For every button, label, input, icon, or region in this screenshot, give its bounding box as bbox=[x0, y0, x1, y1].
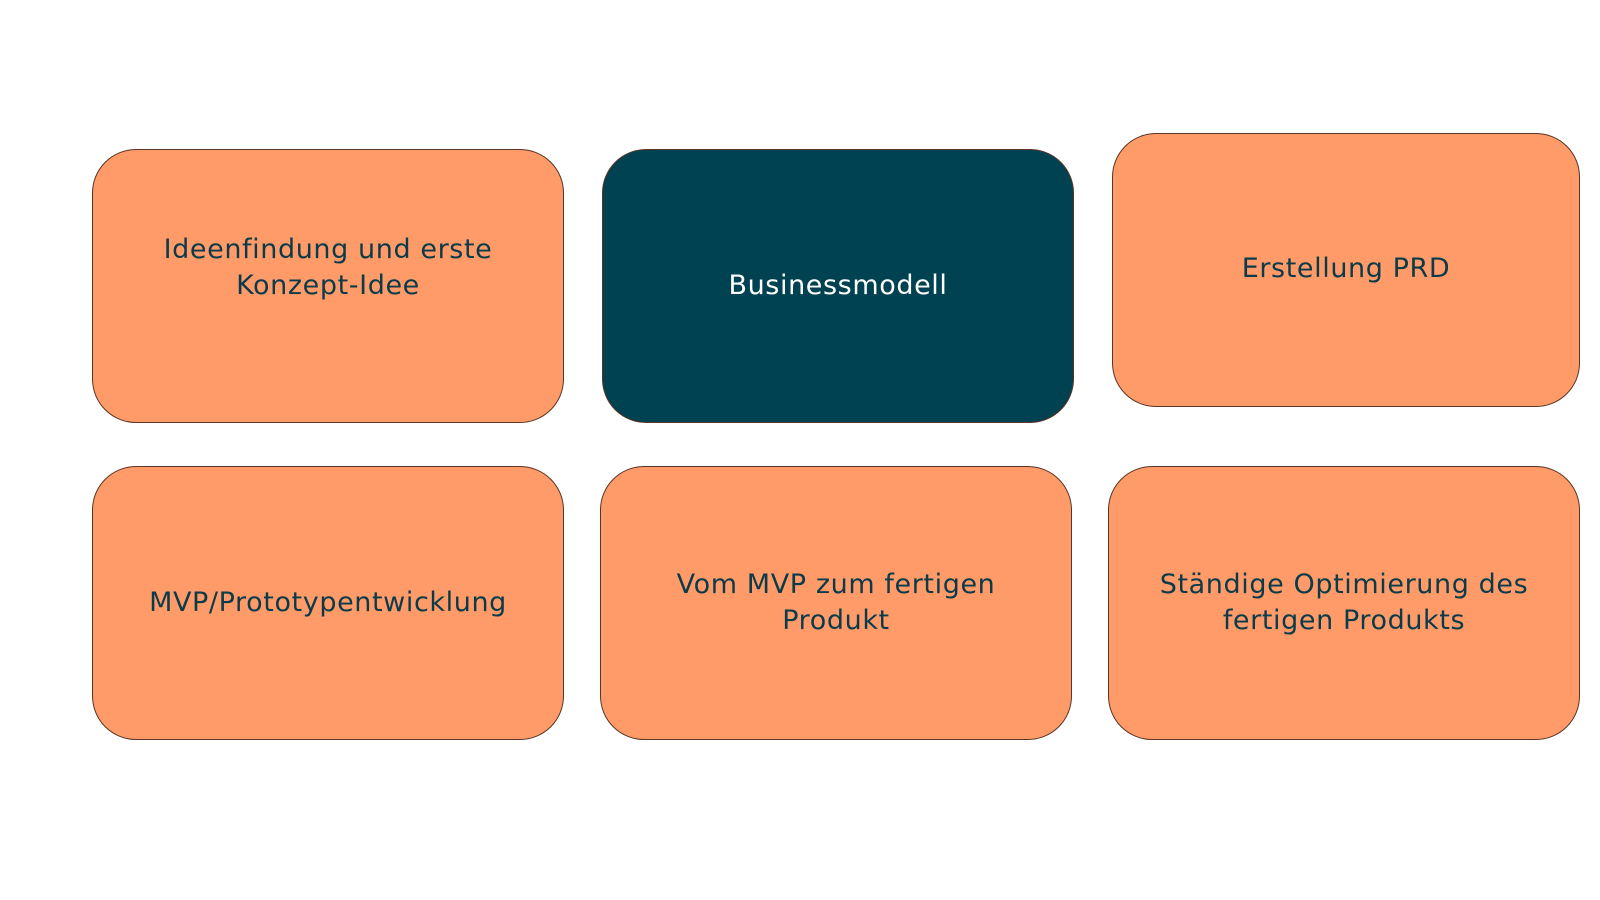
card-label: Ständige Optimierung des fertigen Produk… bbox=[1159, 569, 1529, 636]
card-label: Erstellung PRD bbox=[1241, 252, 1451, 284]
card-optimierung: Ständige Optimierung des fertigen Produk… bbox=[1108, 466, 1580, 740]
card-businessmodell: Businessmodell bbox=[602, 149, 1074, 423]
card-label: Ideenfindung und erste Konzept-Idee bbox=[163, 234, 493, 301]
card-erstellung-prd: Erstellung PRD bbox=[1112, 133, 1580, 407]
card-mvp-prototyp: MVP/Prototypentwicklung bbox=[92, 466, 564, 740]
card-label: Businessmodell bbox=[728, 269, 948, 301]
card-label: MVP/Prototypentwicklung bbox=[149, 587, 507, 618]
card-ideenfindung: Ideenfindung und erste Konzept-Idee bbox=[92, 149, 564, 423]
card-mvp-zum-produkt: Vom MVP zum fertigen Produkt bbox=[600, 466, 1072, 740]
card-label: Vom MVP zum fertigen Produkt bbox=[676, 569, 996, 636]
